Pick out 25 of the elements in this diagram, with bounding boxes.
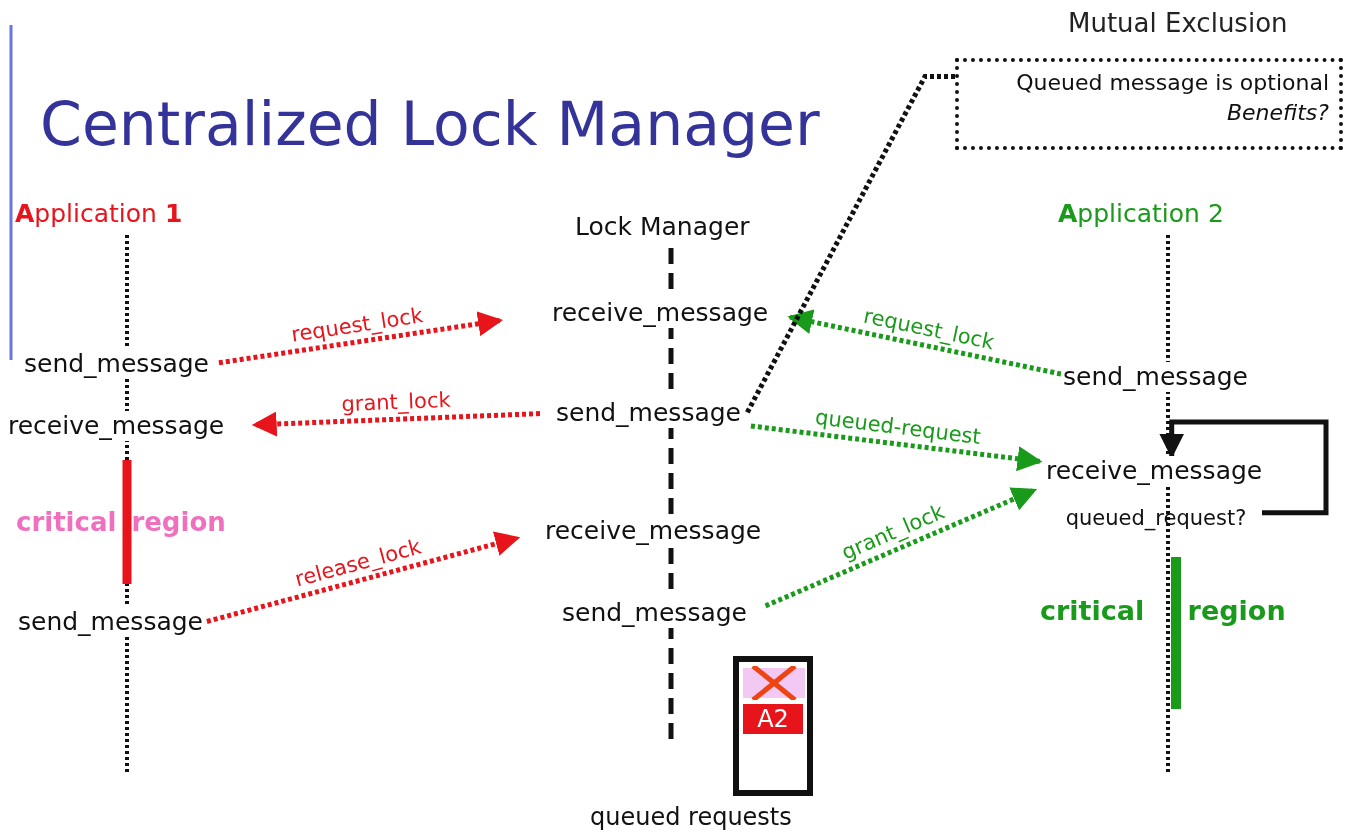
- note-box: [955, 58, 1343, 150]
- arrow: [764, 487, 1038, 609]
- message-step: send_message: [1061, 362, 1250, 392]
- message-step: send_message: [554, 398, 743, 428]
- region-label: critical region: [1040, 596, 1286, 626]
- slide-subtitle: Mutual Exclusion: [1068, 8, 1288, 38]
- region-label: critical region: [16, 507, 226, 537]
- note-text: Benefits?: [1225, 99, 1329, 127]
- arrow: [1159, 419, 1329, 516]
- message-note: queued_request?: [1050, 505, 1262, 531]
- queue-drawing: [733, 656, 813, 796]
- queue-slot: A2: [743, 704, 803, 734]
- message-step: send_message: [16, 607, 205, 637]
- note-text: Queued message is optional: [1015, 69, 1329, 97]
- leader-line: [744, 73, 955, 415]
- arrow: [251, 411, 541, 437]
- slide-title: Centralized Lock Manager: [40, 88, 820, 160]
- edge-label: grant_lock: [339, 388, 454, 416]
- arrow: [218, 311, 504, 366]
- arrow: [787, 309, 1062, 377]
- message-step: send_message: [22, 349, 211, 379]
- arrow: [750, 423, 1043, 472]
- arrow: [206, 531, 521, 624]
- message-step: send_message: [560, 598, 749, 628]
- queue-caption: queued requests: [590, 802, 792, 832]
